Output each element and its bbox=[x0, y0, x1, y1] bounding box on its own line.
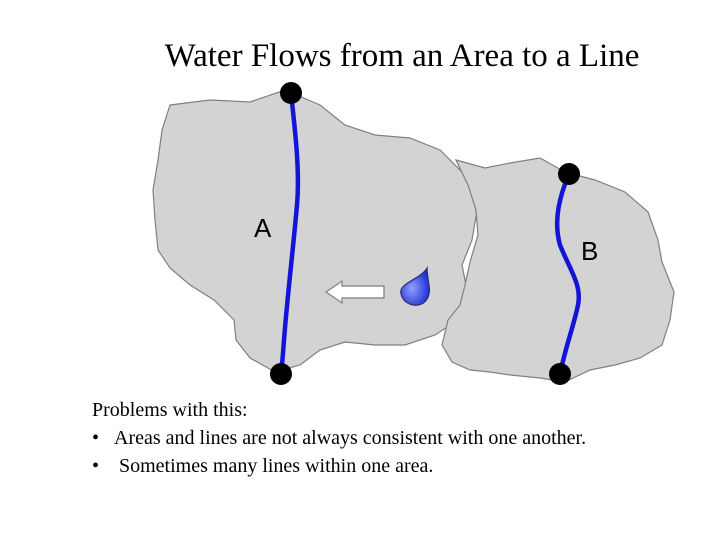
slide-title: Water Flows from an Area to a Line bbox=[164, 38, 640, 74]
bullet-text: Areas and lines are not always consisten… bbox=[114, 427, 587, 449]
node-a-top bbox=[280, 82, 302, 104]
bullet-text: Sometimes many lines within one area. bbox=[114, 455, 434, 477]
bullet-marker: • bbox=[92, 427, 100, 449]
left-arrow-icon bbox=[324, 279, 385, 305]
node-a-bottom bbox=[270, 363, 292, 385]
bullet-item: • Sometimes many lines within one area. bbox=[92, 452, 586, 480]
stream-line-a bbox=[278, 90, 301, 377]
label-a: A bbox=[254, 213, 272, 243]
water-drop-icon bbox=[400, 265, 431, 306]
node-b-top bbox=[558, 163, 580, 185]
area-a bbox=[152, 89, 479, 373]
notes-block: Problems with this: • Areas and lines ar… bbox=[92, 396, 586, 480]
node-b-bottom bbox=[549, 363, 571, 385]
bullet-item: • Areas and lines are not always consist… bbox=[92, 424, 586, 452]
stream-line-b bbox=[554, 171, 582, 377]
bullet-marker: • bbox=[92, 455, 100, 477]
area-b bbox=[441, 157, 675, 383]
label-b: B bbox=[581, 236, 598, 266]
notes-heading: Problems with this: bbox=[92, 399, 248, 421]
